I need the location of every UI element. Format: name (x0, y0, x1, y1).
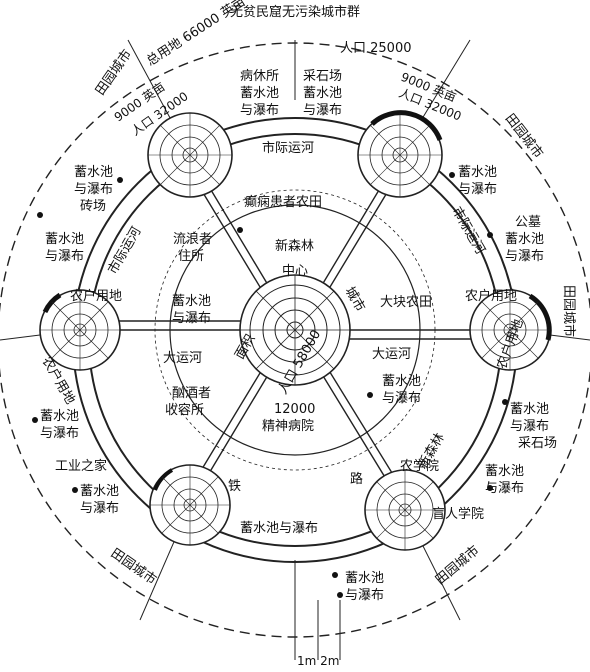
label-garden-city-bottom-right: 田园城市 (432, 542, 482, 588)
label-reservoir-right4: 蓄水池 (485, 464, 524, 479)
label-farmland-left: 农户用地 (70, 288, 122, 304)
label-reservoir-left3: 蓄水池 (40, 409, 79, 424)
label-garden-city-top-left: 田园城市 (92, 47, 135, 99)
label-quarry-right: 采石场 (518, 436, 557, 451)
label-quarry-top: 采石场 (303, 69, 342, 84)
label-garden-city-right-side: 田园城市 (561, 285, 577, 337)
label-reservoir-right3: 蓄水池 (510, 402, 549, 417)
central-city (239, 274, 351, 386)
label-large-farmland: 大块农田 (380, 295, 432, 310)
label-reservoir-top1: 蓄水池 (240, 86, 279, 101)
label-industrial-home: 工业之家 (55, 458, 107, 474)
diagram-title: 无贫民窟无污染城市群 (230, 4, 360, 20)
label-intercity-canal-left: 市际运河 (105, 224, 145, 277)
label-reservoir-right2: 蓄水池 (505, 232, 544, 247)
satellite-city-top-left (147, 112, 233, 198)
label-new-forest: 新森林 (275, 238, 314, 254)
label-reservoir-mid2b: 与瀑布 (382, 391, 421, 406)
label-reservoir-top2b: 与瀑布 (303, 103, 342, 118)
label-vagrant-2: 住所 (178, 249, 204, 264)
label-reservoir-left1b: 与瀑布 (74, 182, 113, 197)
label-grand-canal-left: 大运河 (163, 351, 202, 366)
label-intercity-canal-top: 市际运河 (262, 140, 314, 156)
label-center: 中心 (282, 264, 308, 279)
label-reservoir-bottom: 蓄水池与瀑布 (240, 521, 318, 536)
label-cemetery: 公墓 (515, 215, 541, 230)
label-reservoir-top1b: 与瀑布 (240, 103, 279, 118)
satellite-city-right (469, 289, 552, 371)
label-reservoir-mid1b: 与瀑布 (172, 311, 211, 326)
label-reservoir-legend-1: 蓄水池 (345, 571, 384, 586)
label-epileptic-farm: 癫痫患者农田 (244, 194, 322, 210)
label-reservoir-right2b: 与瀑布 (505, 249, 544, 264)
label-blind-school: 盲人学院 (432, 506, 484, 522)
label-railway-right: 路 (350, 471, 363, 487)
label-reservoir-left4b: 与瀑布 (80, 501, 119, 516)
label-intercity-canal-right: 市际运河 (449, 204, 489, 257)
label-asylum: 精神病院 (262, 419, 314, 434)
label-total-area: 总用地 66000 英亩 (143, 0, 248, 69)
label-reservoir-top2: 蓄水池 (303, 86, 342, 101)
scale-bar (294, 600, 341, 660)
label-garden-city-bottom-left: 田园城市 (108, 545, 160, 588)
label-alcoholic-2: 收容所 (165, 402, 204, 418)
label-asylum-num: 12000 (274, 402, 315, 417)
label-railway-left: 铁 (228, 479, 241, 494)
label-reservoir-right1b: 与瀑布 (458, 182, 497, 197)
label-farmland-right: 农户用地 (465, 288, 517, 304)
label-alcoholic-1: 酗酒者 (172, 386, 211, 401)
satellite-city-left (39, 289, 121, 371)
label-reservoir-mid1: 蓄水池 (172, 294, 211, 309)
label-brickyard: 砖场 (80, 199, 106, 214)
label-scale: 1m 2m (297, 654, 339, 668)
label-garden-city-top-right: 田园城市 (502, 111, 547, 162)
reservoir-dots (32, 172, 508, 598)
label-reservoir-right1: 蓄水池 (458, 165, 497, 180)
label-vagrant-1: 流浪者 (173, 232, 212, 247)
label-reservoir-right3b: 与瀑布 (510, 419, 549, 434)
label-reservoir-legend-2: 与瀑布 (345, 588, 384, 603)
label-population-25000: 人口 25000 (340, 41, 412, 56)
label-reservoir-left4: 蓄水池 (80, 484, 119, 499)
label-reservoir-mid2: 蓄水池 (382, 374, 421, 389)
label-reservoir-right4b: 与瀑布 (485, 481, 524, 496)
label-reservoir-left1: 蓄水池 (74, 165, 113, 180)
label-convalescent: 病休所 (240, 69, 279, 84)
satellite-city-bottom-left (149, 464, 231, 546)
satellite-city-top-right (357, 110, 443, 198)
label-grand-canal-right: 大运河 (372, 347, 411, 362)
label-reservoir-left3b: 与瀑布 (40, 426, 79, 441)
label-reservoir-left2b: 与瀑布 (45, 249, 84, 264)
label-agri-college: 农学院 (400, 458, 439, 474)
satellite-city-bottom-right (364, 469, 446, 551)
label-reservoir-left2: 蓄水池 (45, 232, 84, 247)
